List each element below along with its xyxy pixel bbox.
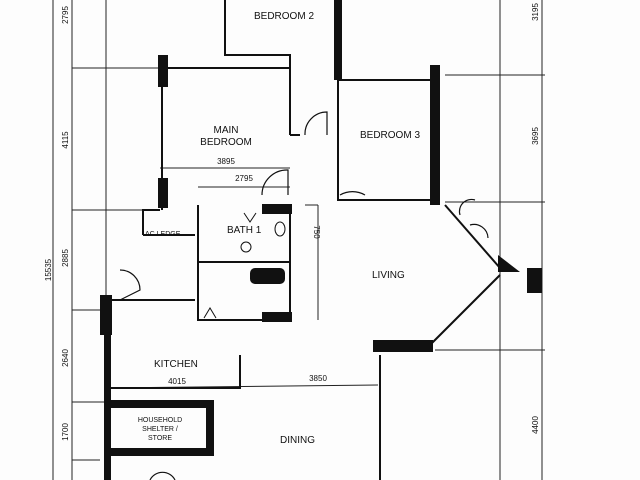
dim-left-5: 1700 xyxy=(61,423,70,441)
door-swings xyxy=(119,111,489,480)
dim-left-2: 4115 xyxy=(61,131,70,149)
room-label-bath-1: BATH 1 xyxy=(227,225,262,236)
room-label-shelter-line1: HOUSEHOLD xyxy=(138,417,182,424)
dim-bath-width: 2795 xyxy=(235,174,253,183)
dim-main-bedroom-width: 3895 xyxy=(217,157,235,166)
dimension-lines xyxy=(52,0,545,480)
solid-walls xyxy=(100,0,542,480)
dim-kitchen-width: 4015 xyxy=(168,377,186,386)
room-label-shelter-line3: STORE xyxy=(148,435,172,442)
room-label-shelter-line2: SHELTER / xyxy=(142,426,178,433)
dim-left-4: 2640 xyxy=(61,349,70,367)
room-label-dining: DINING xyxy=(280,435,315,446)
dim-right-3: 4400 xyxy=(531,416,540,434)
room-label-living: LIVING xyxy=(372,270,405,281)
dim-left-1: 2795 xyxy=(61,6,70,24)
room-label-main-bedroom-line2: BEDROOM xyxy=(200,137,252,148)
room-label-main-bedroom-line1: MAIN xyxy=(214,125,239,136)
fixtures xyxy=(203,212,286,319)
room-label-kitchen: KITCHEN xyxy=(154,359,198,370)
dim-right-2: 3695 xyxy=(531,127,540,145)
dim-left-overall: 15535 xyxy=(44,258,53,281)
dim-left-3: 2885 xyxy=(61,249,70,267)
room-label-ac-ledge: AC LEDGE xyxy=(145,231,181,238)
dim-right-1: 3195 xyxy=(531,3,540,21)
room-label-bedroom-2: BEDROOM 2 xyxy=(254,11,314,22)
dim-dining-width: 3850 xyxy=(309,374,327,383)
room-label-bedroom-3: BEDROOM 3 xyxy=(360,130,420,141)
dim-bath-side: 750 xyxy=(312,225,321,239)
